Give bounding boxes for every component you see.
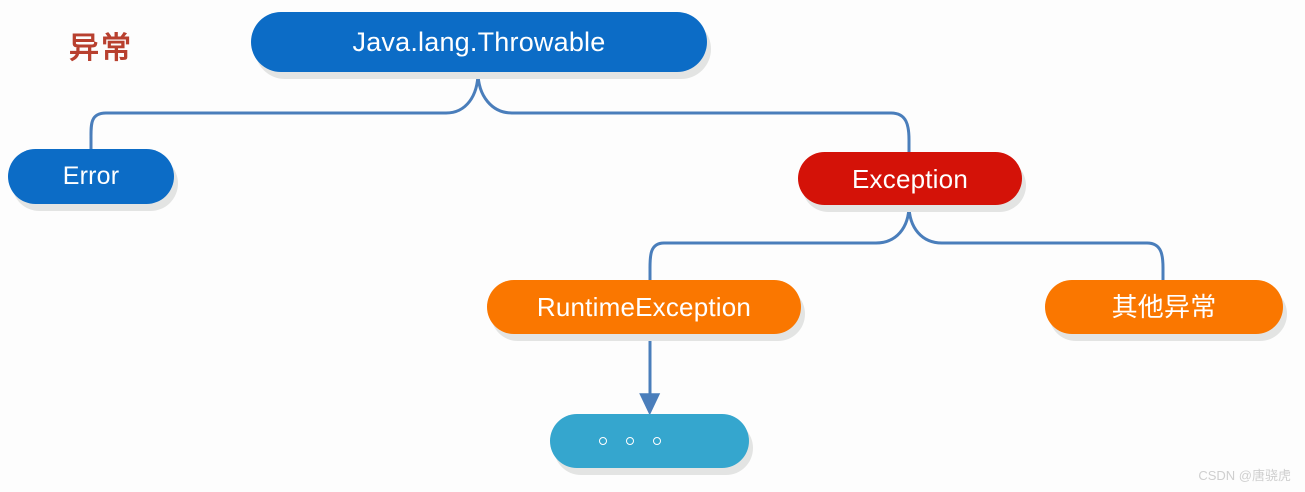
node-label: 其他异常 <box>1111 292 1217 322</box>
edge-exception-other <box>907 203 1165 284</box>
dot-icon <box>625 437 634 445</box>
node-pill <box>798 152 1022 205</box>
edge-throwable-error <box>89 70 480 154</box>
node-other-exception[interactable]: 其他异常 <box>1045 280 1287 341</box>
node-pill <box>487 280 801 334</box>
node-label: Error <box>62 162 120 190</box>
node-ellipsis-more[interactable] <box>550 414 753 475</box>
dot-icon <box>652 437 661 445</box>
node-pill <box>550 414 749 468</box>
node-label: Java.lang.Throwable <box>352 26 606 57</box>
dot-icon <box>598 437 607 445</box>
node-pill <box>8 149 174 204</box>
ellipsis-dots-icon <box>598 437 661 445</box>
node-label: Exception <box>852 163 968 194</box>
node-pill <box>1045 280 1283 334</box>
page-title: 异常 <box>69 32 133 65</box>
node-java-lang-throwable[interactable]: Java.lang.Throwable <box>251 12 711 79</box>
node-label: RuntimeException <box>536 292 752 322</box>
edge-exception-runtimeexception <box>648 203 911 284</box>
node-pill <box>251 12 707 72</box>
node-exception[interactable]: Exception <box>798 152 1026 212</box>
node-error[interactable]: Error <box>8 149 178 211</box>
edge-throwable-exception <box>476 70 911 154</box>
watermark: CSDN @唐骁虎 <box>1198 468 1291 483</box>
node-runtime-exception[interactable]: RuntimeException <box>487 280 805 341</box>
